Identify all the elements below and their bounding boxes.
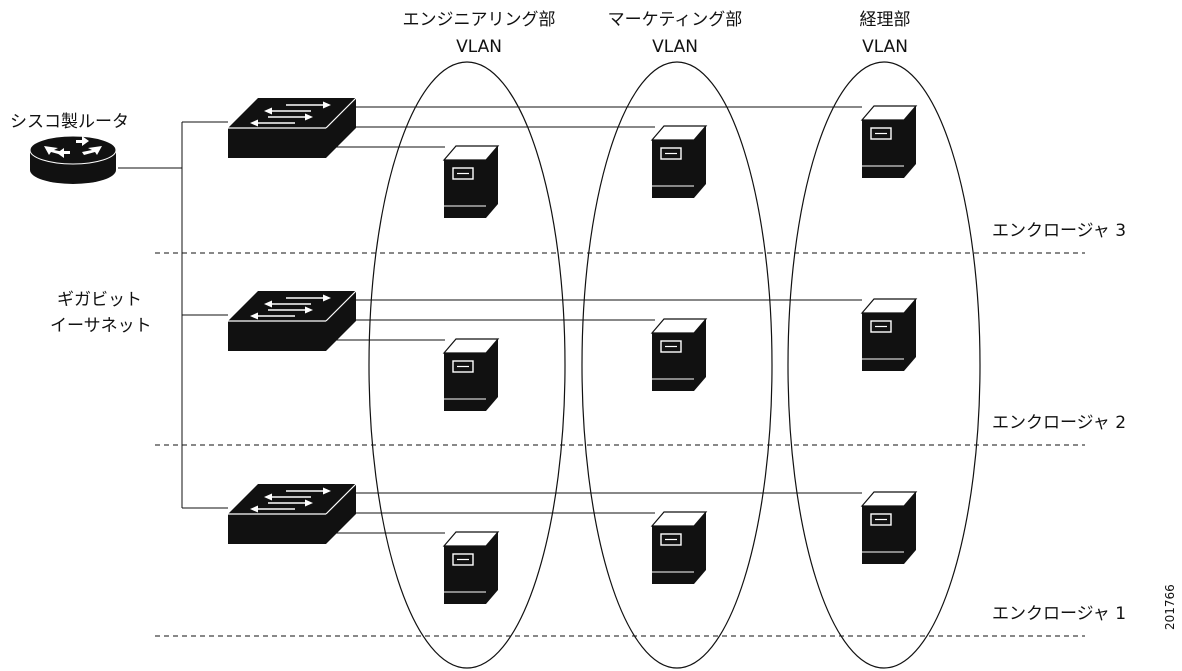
switch-icon-enclosure-2 [227,290,357,352]
server-links [330,106,862,534]
server-icon-engineering-2 [443,338,499,412]
vlan-ellipse-engineering [368,61,566,669]
vlan-sub-marketing: VLAN [652,37,698,57]
enclosure-label-1: エンクロージャ 1 [992,604,1126,624]
switch-icon-enclosure-1 [227,483,357,545]
server-icon-marketing-2 [651,318,707,392]
server-icon-accounting-2 [861,298,917,372]
vlan-title-engineering: エンジニアリング部 [403,10,556,30]
vlan-title-accounting: 経理部 [860,10,911,30]
vlan-sub-accounting: VLAN [862,37,908,57]
enclosure-label-2: エンクロージャ 2 [992,413,1126,433]
gigabit-backbone [118,121,228,509]
server-icon-accounting-3 [861,105,917,179]
server-icon-marketing-3 [651,125,707,199]
figure-id: 201766 [1163,584,1177,630]
gigabit-label-line2: イーサネット [50,316,152,336]
vlan-title-marketing: マーケティング部 [608,10,743,30]
server-icon-accounting-1 [861,491,917,565]
switch-icon-enclosure-3 [227,97,357,159]
vlan-ellipse-marketing [581,61,773,669]
vlan-ellipse-accounting [787,61,981,669]
router-icon [29,135,117,184]
enclosure-label-3: エンクロージャ 3 [992,221,1126,241]
server-icon-engineering-3 [443,145,499,219]
router-label: シスコ製ルータ [10,112,129,132]
vlan-sub-engineering: VLAN [456,37,502,57]
server-icon-marketing-1 [651,511,707,585]
server-icon-engineering-1 [443,531,499,605]
gigabit-label-line1: ギガビット [57,290,142,310]
